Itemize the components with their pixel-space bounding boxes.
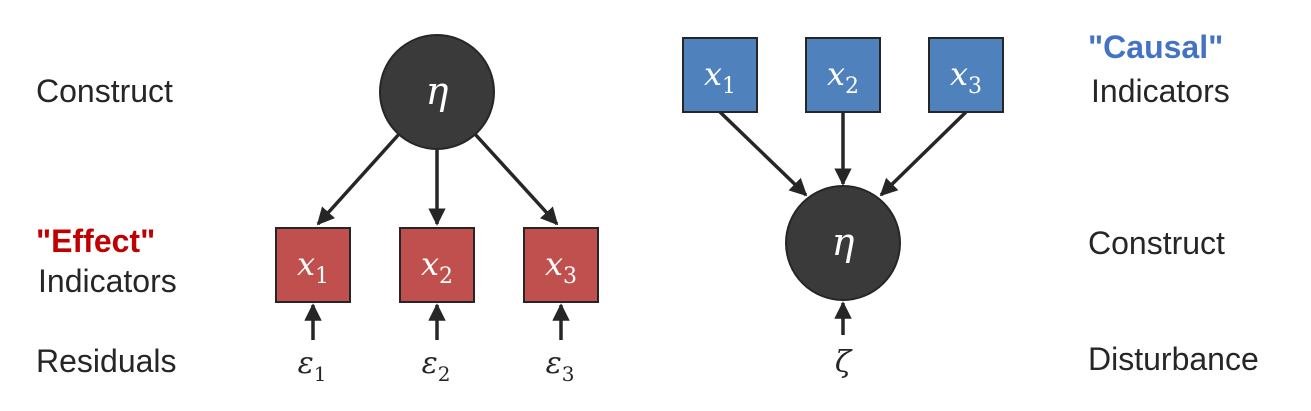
right-indicator-box-2: x2	[805, 37, 881, 113]
residual-3: ε3	[546, 346, 575, 386]
left-indicator-2-base: x	[421, 245, 439, 283]
loading-arrow-1	[316, 131, 402, 226]
right-construct-symbol: η	[832, 220, 855, 264]
causal-quoted-label: "Causal"	[1088, 29, 1223, 65]
right-indicator-box-1: x1	[682, 37, 758, 113]
svg-text:x2: x2	[827, 55, 859, 99]
svg-text:x3: x3	[950, 55, 982, 99]
residuals-label: Residuals	[36, 343, 177, 379]
residual-1: ε1	[298, 346, 327, 386]
right-indicator-3-base: x	[950, 55, 968, 93]
loading-arrow-3	[472, 131, 559, 226]
left-indicator-3-base: x	[545, 245, 563, 283]
left-indicator-box-1: x1	[275, 227, 351, 303]
right-indicator-1-base: x	[704, 55, 722, 93]
left-indicators-label: Indicators	[38, 263, 177, 299]
right-indicators-label: Indicators	[1091, 73, 1230, 109]
left-indicator-box-2: x2	[399, 227, 475, 303]
left-construct-symbol: η	[426, 69, 449, 113]
effect-quoted-label: "Effect"	[36, 223, 155, 259]
right-indicator-3-sub: 3	[968, 74, 982, 99]
left-construct-node: η	[379, 34, 495, 150]
right-indicator-box-3: x3	[928, 37, 1004, 113]
left-construct-label: Construct	[36, 73, 173, 109]
left-indicator-1-sub: 1	[315, 264, 329, 289]
left-indicator-2-sub: 2	[439, 264, 453, 289]
left-indicator-1-base: x	[297, 245, 315, 283]
right-indicator-1-sub: 1	[722, 74, 736, 99]
disturbance-label: Disturbance	[1088, 341, 1259, 377]
left-loading-arrows	[316, 131, 559, 226]
path-arrow-3	[879, 110, 968, 197]
svg-text:x1: x1	[297, 245, 329, 289]
disturbance-symbol: ζ	[835, 345, 853, 380]
left-indicator-box-3: x3	[523, 227, 599, 303]
right-construct-label: Construct	[1088, 225, 1225, 261]
svg-text:x2: x2	[421, 245, 453, 289]
right-indicator-2-sub: 2	[845, 74, 859, 99]
path-arrow-1	[718, 110, 808, 197]
svg-text:x3: x3	[545, 245, 577, 289]
right-path-arrows	[718, 110, 968, 197]
residual-arrows	[304, 303, 570, 340]
left-indicator-3-sub: 3	[563, 264, 577, 289]
svg-text:x1: x1	[704, 55, 736, 99]
residual-2: ε2	[422, 346, 451, 386]
right-indicator-2-base: x	[827, 55, 845, 93]
right-construct-node: η	[785, 185, 901, 301]
